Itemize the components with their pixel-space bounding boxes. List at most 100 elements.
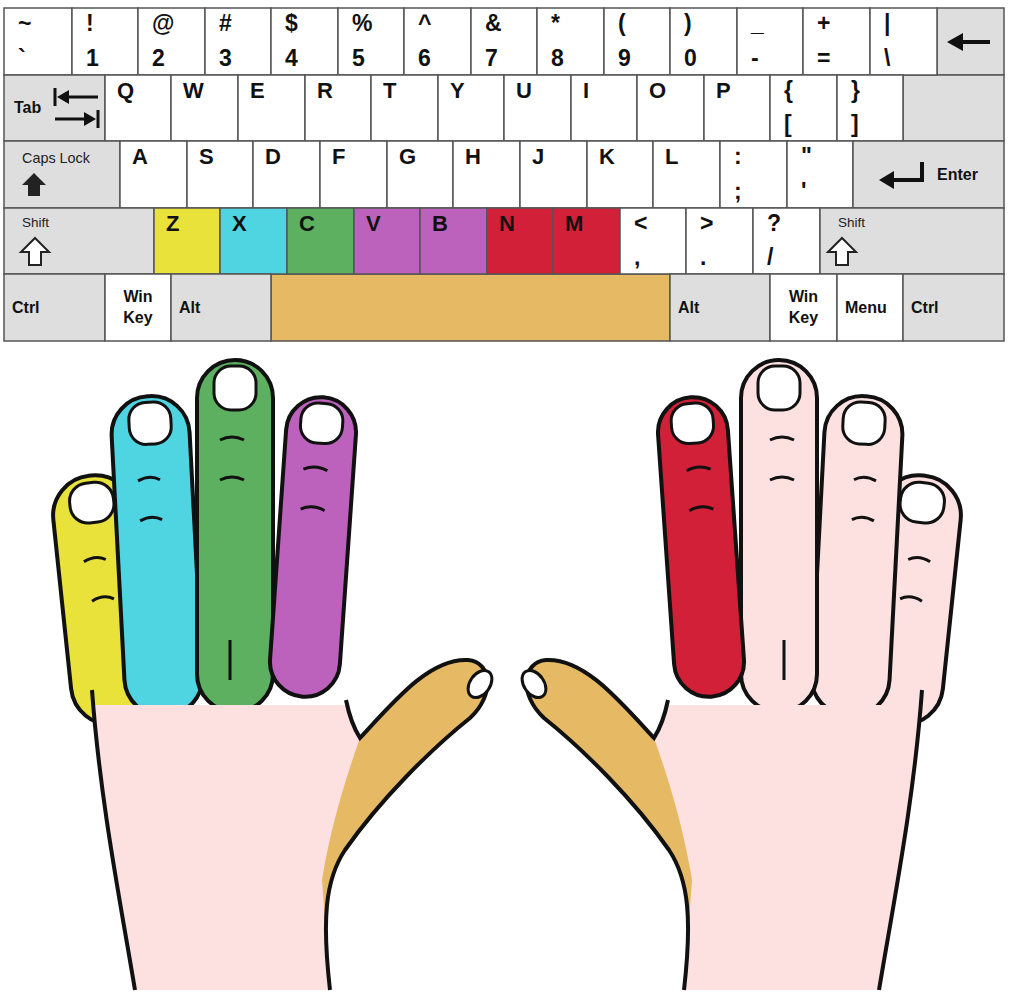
finger <box>741 360 817 712</box>
key-label: 3 <box>219 46 267 70</box>
ring-finger <box>810 394 905 718</box>
key-label: ` <box>18 46 68 70</box>
finger <box>810 394 905 718</box>
keyboard-key: F <box>320 141 387 208</box>
backspace-key <box>937 8 1004 75</box>
keyboard-key: %5 <box>338 8 404 75</box>
key-label: F <box>332 145 383 169</box>
key-face <box>587 141 653 208</box>
key-label: M <box>565 212 616 236</box>
keyboard-key: += <box>803 8 870 75</box>
keyboard-key: O <box>637 75 704 141</box>
nail <box>463 666 497 702</box>
keyboard-key: }] <box>837 75 903 141</box>
key-face <box>537 8 604 75</box>
key-label: [ <box>784 112 833 136</box>
key-face <box>120 141 187 208</box>
icon-head <box>57 90 69 104</box>
key-face <box>354 208 420 274</box>
key-face <box>4 208 154 274</box>
key-face <box>171 274 271 341</box>
left-hand <box>49 360 497 990</box>
key-label: : <box>734 144 783 168</box>
knuckle-mark <box>686 466 713 511</box>
keyboard-key: Tab <box>4 75 105 141</box>
keyboard-key: &7 <box>471 8 537 75</box>
key-label: < <box>634 211 682 235</box>
key-face <box>637 75 704 141</box>
keyboard-key: G <box>387 141 453 208</box>
key-face <box>4 141 120 208</box>
icon-line <box>54 88 57 106</box>
keyboard-key: ?/ <box>753 208 820 274</box>
key-label: C <box>299 212 350 236</box>
key-label: ( <box>618 11 666 35</box>
nail <box>128 401 172 445</box>
key-label: R <box>317 79 367 103</box>
key-face <box>686 208 753 274</box>
knuckle-mark <box>138 477 162 521</box>
nail <box>898 480 946 524</box>
right-hand <box>517 360 965 990</box>
icon-line <box>66 96 98 99</box>
key-label: Caps Lock <box>22 151 120 167</box>
key-label: 7 <box>485 46 533 70</box>
shift-icon <box>21 238 49 265</box>
key-face <box>737 8 803 75</box>
nail <box>842 401 886 445</box>
keyboard-key: P <box>704 75 770 141</box>
key-face <box>837 75 903 141</box>
key-face <box>487 208 553 274</box>
key-label: 1 <box>86 46 134 70</box>
key-face <box>853 141 1004 208</box>
key-label: Ctrl <box>12 299 40 317</box>
hand-outline <box>527 660 922 990</box>
key-label: Y <box>450 79 500 103</box>
keyboard-key: T <box>371 75 438 141</box>
knuckle-mark <box>301 466 328 511</box>
key-face <box>305 75 371 141</box>
finger <box>197 360 273 712</box>
key-face <box>404 8 471 75</box>
enter-icon <box>879 162 922 189</box>
key-label: " <box>801 144 849 168</box>
key-face <box>387 141 453 208</box>
keyboard-key: E <box>238 75 305 141</box>
keyboard-key: B <box>420 208 487 274</box>
keyboard-key: >. <box>686 208 753 274</box>
key-label: ^ <box>418 11 467 35</box>
key-face <box>453 141 520 208</box>
key-face <box>837 274 903 341</box>
nail <box>68 480 116 524</box>
shift-icon <box>828 238 856 265</box>
key-label: 5 <box>352 46 400 70</box>
key-face <box>770 75 837 141</box>
ring-finger <box>110 394 205 718</box>
backspace-icon <box>947 33 990 51</box>
key-face <box>253 141 320 208</box>
key-face <box>820 208 1004 274</box>
key-label: E <box>250 79 301 103</box>
keyboard-key: D <box>253 141 320 208</box>
keyboard-key: A <box>120 141 187 208</box>
keyboard-key: <, <box>620 208 686 274</box>
key-face <box>438 75 504 141</box>
key-face <box>371 75 438 141</box>
key-label: ! <box>86 11 134 35</box>
keyboard-key: R <box>305 75 371 141</box>
hand-outline <box>92 660 487 990</box>
icon-line <box>892 162 922 180</box>
nail <box>670 402 715 445</box>
keyboard-key: H <box>453 141 520 208</box>
key-label: Win Key <box>116 287 160 329</box>
keyboard-key: !1 <box>72 8 138 75</box>
key-face <box>787 141 853 208</box>
finger <box>110 394 205 718</box>
key-label: J <box>532 145 583 169</box>
key-label: / <box>767 245 816 269</box>
key-face <box>903 274 1004 341</box>
key-face <box>753 208 820 274</box>
key-label: # <box>219 11 267 35</box>
key-label: & <box>485 11 533 35</box>
nail <box>299 402 344 445</box>
